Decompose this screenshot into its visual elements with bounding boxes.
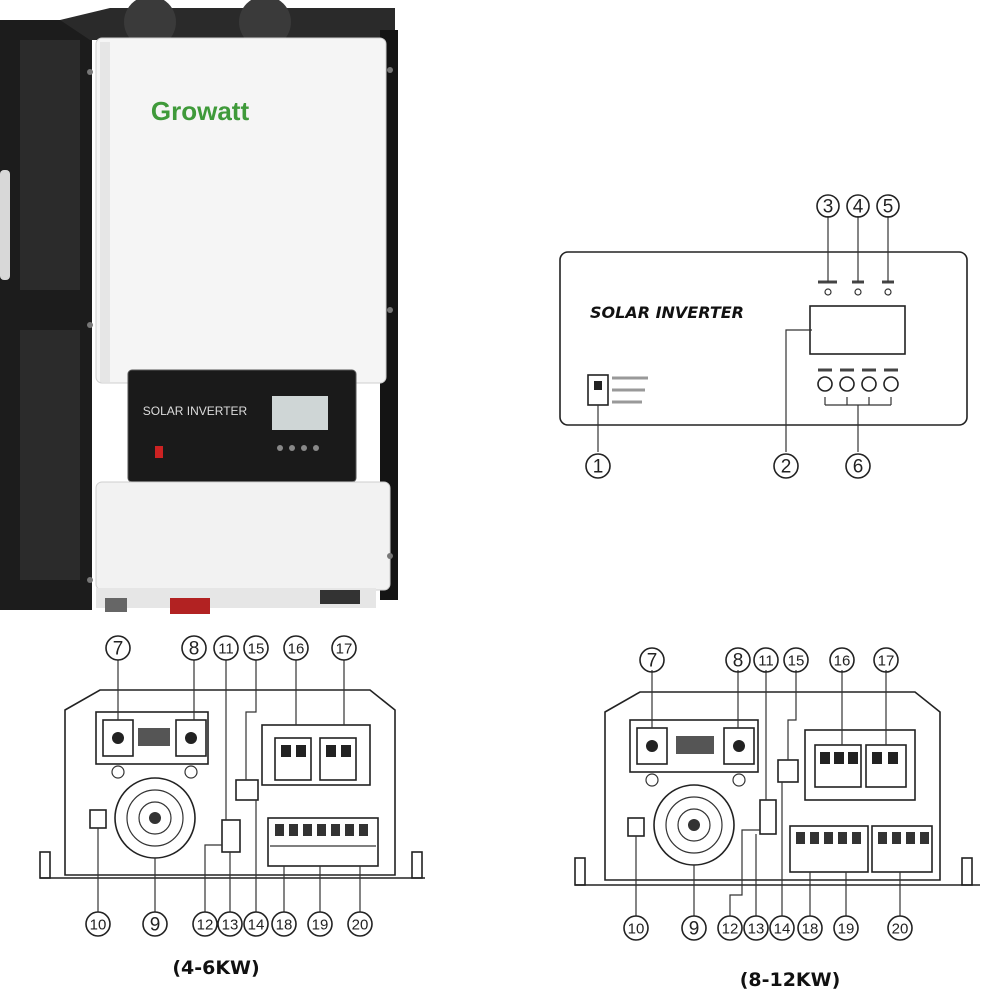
callout-19: 19 [833,915,859,941]
callout-4: 4 [846,194,870,218]
svg-text:19: 19 [838,921,855,938]
svg-text:18: 18 [276,917,293,934]
caption-4-6kw: (4-6KW) [172,957,259,979]
svg-text:4: 4 [853,197,864,218]
callout-7: 7 [105,635,131,661]
callout-9: 9 [142,911,168,937]
callout-11: 11 [213,635,239,661]
svg-text:7: 7 [113,639,124,660]
callout-18: 18 [271,911,297,937]
svg-text:14: 14 [248,917,265,934]
callout-9: 9 [681,915,707,941]
callout-13: 13 [217,911,243,937]
svg-text:16: 16 [288,641,305,658]
callout-15: 15 [243,635,269,661]
svg-text:15: 15 [248,641,265,658]
svg-text:18: 18 [802,921,819,938]
svg-text:17: 17 [878,653,895,670]
callout-3: 3 [816,194,840,218]
callout-13: 13 [743,915,769,941]
svg-text:3: 3 [823,197,834,218]
front-panel-title: SOLAR INVERTER [590,303,744,322]
svg-text:12: 12 [197,917,214,934]
svg-text:14: 14 [774,921,791,938]
inverter-photo: Growatt SOLAR INVERTER [0,0,398,614]
svg-text:9: 9 [150,915,161,936]
callout-15: 15 [783,647,809,673]
callout-11: 11 [753,647,779,673]
svg-text:6: 6 [853,457,864,478]
svg-text:1: 1 [593,457,604,478]
callout-19: 19 [307,911,333,937]
lcd-display [809,305,906,355]
callout-16: 16 [283,635,309,661]
svg-text:10: 10 [90,917,107,934]
callout-5: 5 [876,194,900,218]
caption-8-12kw: (8-12KW) [740,969,841,991]
svg-text:11: 11 [218,641,234,658]
svg-text:15: 15 [788,653,805,670]
svg-text:10: 10 [628,921,645,938]
svg-text:8: 8 [189,639,200,660]
callout-1: 1 [585,453,611,479]
callout-8: 8 [181,635,207,661]
svg-text:13: 13 [748,921,765,938]
svg-text:17: 17 [336,641,353,658]
svg-text:7: 7 [647,651,658,672]
callout-12: 12 [192,911,218,937]
callout-14: 14 [769,915,795,941]
function-buttons [817,368,899,406]
bottom-view-8-12kw: 7 8 11 15 16 17 10 9 12 13 14 18 19 20 (… [574,647,980,991]
callout-7: 7 [639,647,665,673]
svg-text:8: 8 [733,651,744,672]
callout-20: 20 [347,911,373,937]
svg-text:20: 20 [892,921,909,938]
svg-text:16: 16 [834,653,851,670]
svg-text:13: 13 [222,917,239,934]
svg-text:5: 5 [883,197,894,218]
callout-2: 2 [773,453,799,479]
callout-20: 20 [887,915,913,941]
panel-label: SOLAR INVERTER [143,404,248,418]
led-indicators [818,280,894,296]
callout-17: 17 [331,635,357,661]
brand-logo: Growatt [151,96,250,126]
callout-6: 6 [845,453,871,479]
callout-16: 16 [829,647,855,673]
callout-8: 8 [725,647,751,673]
svg-text:11: 11 [758,653,774,670]
svg-text:12: 12 [722,921,739,938]
callout-10: 10 [623,915,649,941]
bottom-view-4-6kw: 7 8 11 15 16 17 10 9 12 13 14 18 19 20 (… [39,635,425,979]
front-panel-diagram: SOLAR INVERTER [559,194,968,479]
svg-text:9: 9 [689,919,700,940]
callout-12: 12 [717,915,743,941]
svg-text:19: 19 [312,917,329,934]
svg-text:20: 20 [352,917,369,934]
callout-17: 17 [873,647,899,673]
callout-14: 14 [243,911,269,937]
callout-10: 10 [85,911,111,937]
callout-18: 18 [797,915,823,941]
svg-text:2: 2 [781,457,792,478]
